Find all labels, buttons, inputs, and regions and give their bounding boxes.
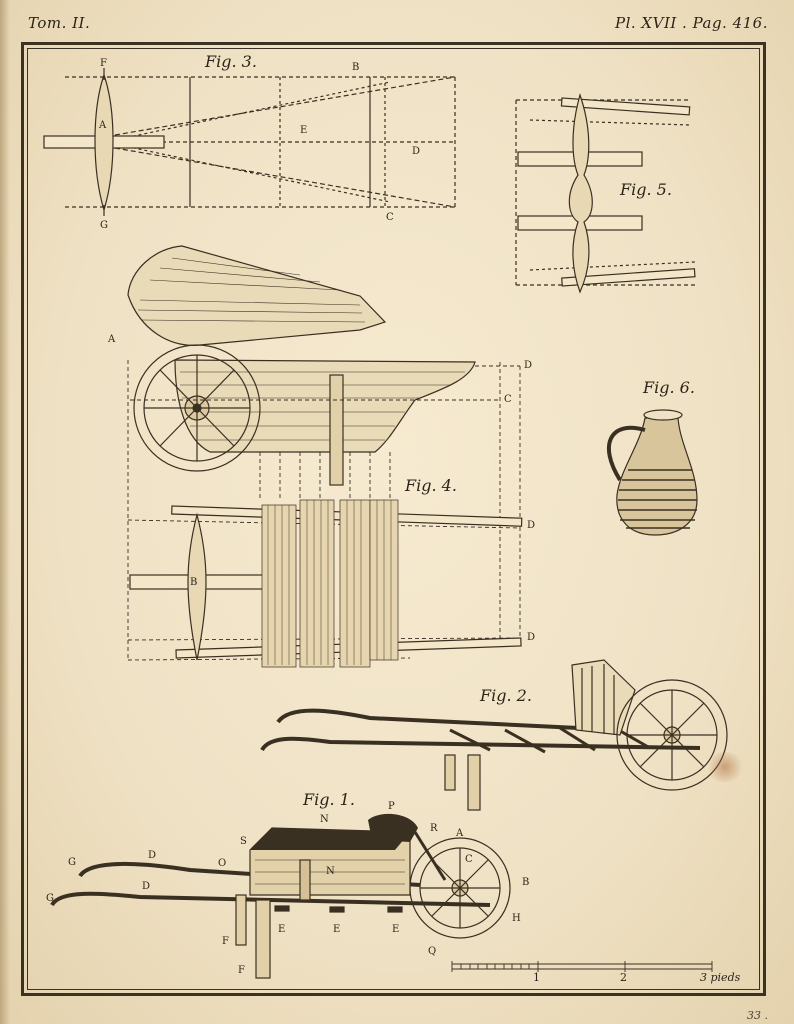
fig1-letter-f-lower: F (238, 965, 245, 976)
fig3-letter-e: E (300, 125, 308, 136)
fig1-letter-s: S (240, 836, 247, 847)
fig3-label: Fig. 3. (205, 52, 257, 71)
fig1-letter-e3: E (392, 924, 400, 935)
fig1-letter-q: Q (428, 946, 437, 957)
fig1-label: Fig. 1. (303, 790, 355, 809)
fig3-letter-d: D (412, 146, 421, 157)
plate-label: Pl. XVII . Pag. 416. (615, 14, 768, 32)
fig6-drawing (606, 409, 698, 536)
scale-bar (451, 961, 713, 972)
fig1-letter-p: P (388, 801, 395, 812)
fig1-letter-g-lower: G (46, 893, 54, 904)
binding-shadow (0, 0, 10, 1024)
fig1-letter-b: B (522, 877, 530, 888)
fig6-label: Fig. 6. (643, 378, 695, 397)
signature-mark: 33 . (747, 1009, 768, 1022)
fig1-letter-e1: E (278, 924, 286, 935)
fig1-letter-d-upper: D (148, 850, 157, 861)
fig1-drawing (50, 813, 511, 979)
fig1-letter-c: C (465, 854, 473, 865)
fig4-label: Fig. 4. (405, 476, 457, 495)
volume-label: Tom. II. (28, 14, 91, 32)
scale-unit: 3 pieds (700, 971, 741, 984)
foxing-stain (705, 752, 745, 782)
fig4-drawing (127, 245, 523, 668)
fig2-drawing (260, 659, 728, 811)
fig4-letter-d2: D (527, 520, 536, 531)
fig2-label: Fig. 2. (480, 686, 532, 705)
fig1-letter-g-upper: G (68, 857, 76, 868)
scale-mark-2: 2 (620, 971, 627, 984)
fig1-letter-n-top: N (320, 814, 329, 825)
fig4-letter-d3: D (527, 632, 536, 643)
fig3-drawing (43, 68, 456, 216)
fig4-letter-d1: D (524, 360, 533, 371)
fig4-letter-c: C (504, 394, 512, 405)
fig4-letter-b: B (190, 577, 198, 588)
fig1-letter-r: R (430, 823, 438, 834)
fig1-letter-d-lower: D (142, 881, 151, 892)
fig3-letter-g: G (100, 220, 108, 231)
fig3-letter-b: B (352, 62, 360, 73)
fig3-letter-f: F (100, 58, 107, 69)
fig1-letter-h: H (512, 913, 521, 924)
fig4-letter-a: A (108, 334, 116, 345)
fig5-label: Fig. 5. (620, 180, 672, 199)
fig1-letter-e2: E (333, 924, 341, 935)
fig5-drawing (515, 92, 696, 294)
scale-mark-1: 1 (533, 971, 540, 984)
fig3-letter-a: A (99, 120, 107, 131)
plate-border-inner (27, 48, 760, 990)
fig1-letter-o: O (218, 858, 227, 869)
plate-border-outer (21, 42, 766, 996)
fig3-letter-c: C (386, 212, 394, 223)
fig1-letter-n-side: N (326, 866, 335, 877)
fig1-letter-a: A (456, 828, 464, 839)
fig1-letter-f-upper: F (222, 936, 229, 947)
